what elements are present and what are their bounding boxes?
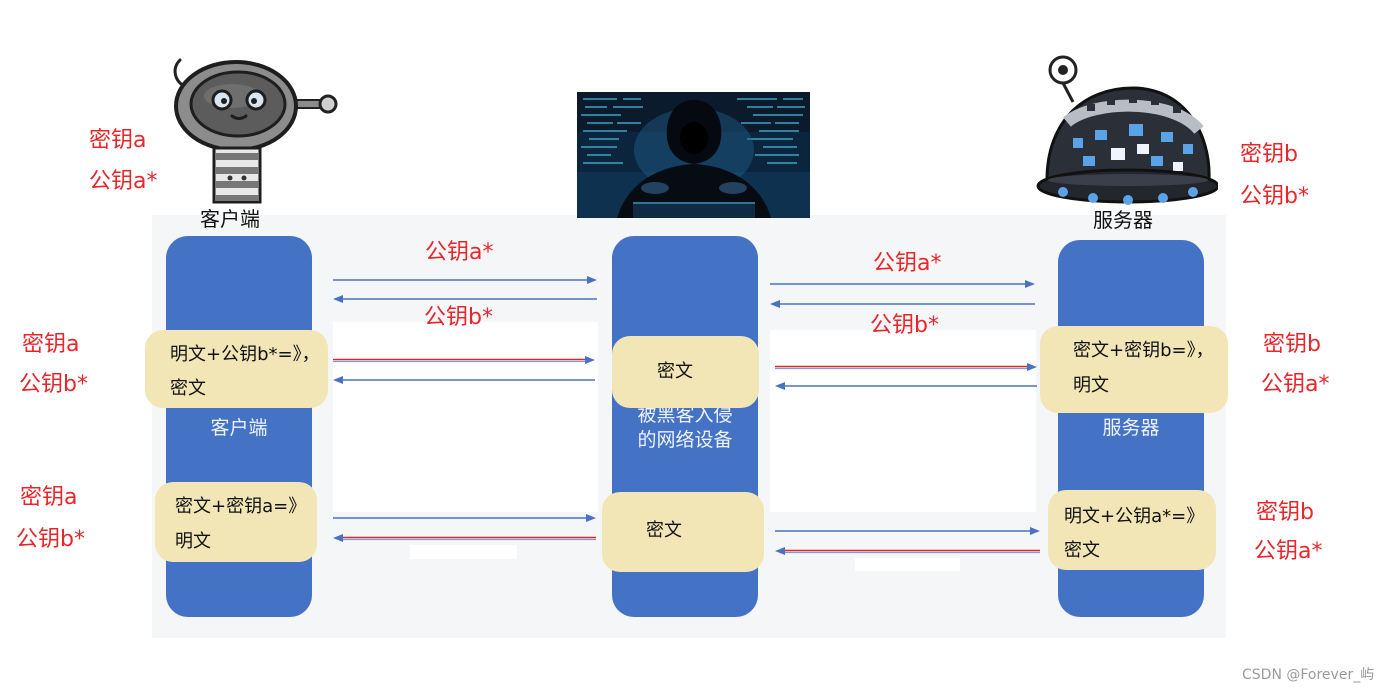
server-encrypt-formula: 明文+公钥a*=》 — [1064, 506, 1205, 527]
client-encrypt-box: 明文+公钥b*=》， 密文 — [145, 330, 328, 408]
server-caption: 服务器 — [1093, 208, 1153, 232]
label-server-to-attacker: 公钥b* — [870, 313, 939, 338]
server-row3-private-key: 密钥b — [1256, 500, 1314, 525]
server-encrypt-result: 密文 — [1064, 540, 1100, 561]
hooded-hacker-icon — [577, 92, 810, 218]
client-decrypt-formula: 密文+密钥a=》 — [175, 496, 307, 517]
attacker-column-label-line1: 被黑客入侵 — [637, 404, 733, 426]
attacker-column-label-line2: 的网络设备 — [637, 429, 733, 451]
watermark: CSDN @Forever_屿 — [1242, 667, 1375, 683]
label-attacker-to-server: 公钥a* — [873, 251, 942, 276]
attacker-row3-box: 密文 — [602, 492, 764, 572]
client-top-public-key: 公钥a* — [89, 169, 158, 194]
label-client-to-attacker: 公钥a* — [425, 240, 494, 265]
server-decrypt-formula: 密文+密钥b=》， — [1073, 340, 1214, 361]
robot-icon — [170, 56, 342, 206]
server-column-label: 服务器 — [1102, 417, 1160, 439]
attacker-row3-text: 密文 — [646, 520, 682, 541]
server-top-public-key: 公钥b* — [1240, 184, 1309, 209]
client-encrypt-formula: 明文+公钥b*=》， — [170, 344, 320, 365]
attacker-row2-box: 密文 — [612, 336, 759, 408]
client-top-private-key: 密钥a — [89, 128, 147, 153]
client-row2-public-key: 公钥b* — [19, 372, 88, 397]
client-decrypt-result: 明文 — [175, 531, 211, 552]
server-encrypt-box: 明文+公钥a*=》 密文 — [1048, 490, 1216, 570]
server-row2-private-key: 密钥b — [1263, 332, 1321, 357]
server-decrypt-result: 明文 — [1073, 375, 1109, 396]
client-row3-public-key: 公钥b* — [16, 527, 85, 552]
panel-gap-left — [333, 322, 598, 512]
panel-gap-right — [770, 330, 1036, 512]
server-row3-public-key: 公钥a* — [1254, 539, 1323, 564]
client-caption: 客户端 — [200, 207, 260, 231]
client-encrypt-result: 密文 — [170, 378, 206, 399]
client-decrypt-box: 密文+密钥a=》 明文 — [155, 482, 317, 562]
server-top-private-key: 密钥b — [1240, 142, 1298, 167]
label-attacker-to-client: 公钥b* — [424, 305, 493, 330]
server-decrypt-box: 密文+密钥b=》， 明文 — [1040, 326, 1228, 413]
server-row2-public-key: 公钥a* — [1261, 372, 1330, 397]
server-robot-icon — [1033, 52, 1220, 208]
client-row2-private-key: 密钥a — [22, 332, 80, 357]
panel-gap-patch — [410, 545, 517, 559]
client-row3-private-key: 密钥a — [20, 485, 78, 510]
attacker-row2-text: 密文 — [657, 361, 693, 382]
client-column-label: 客户端 — [210, 417, 268, 439]
panel-gap-patch — [855, 558, 960, 571]
